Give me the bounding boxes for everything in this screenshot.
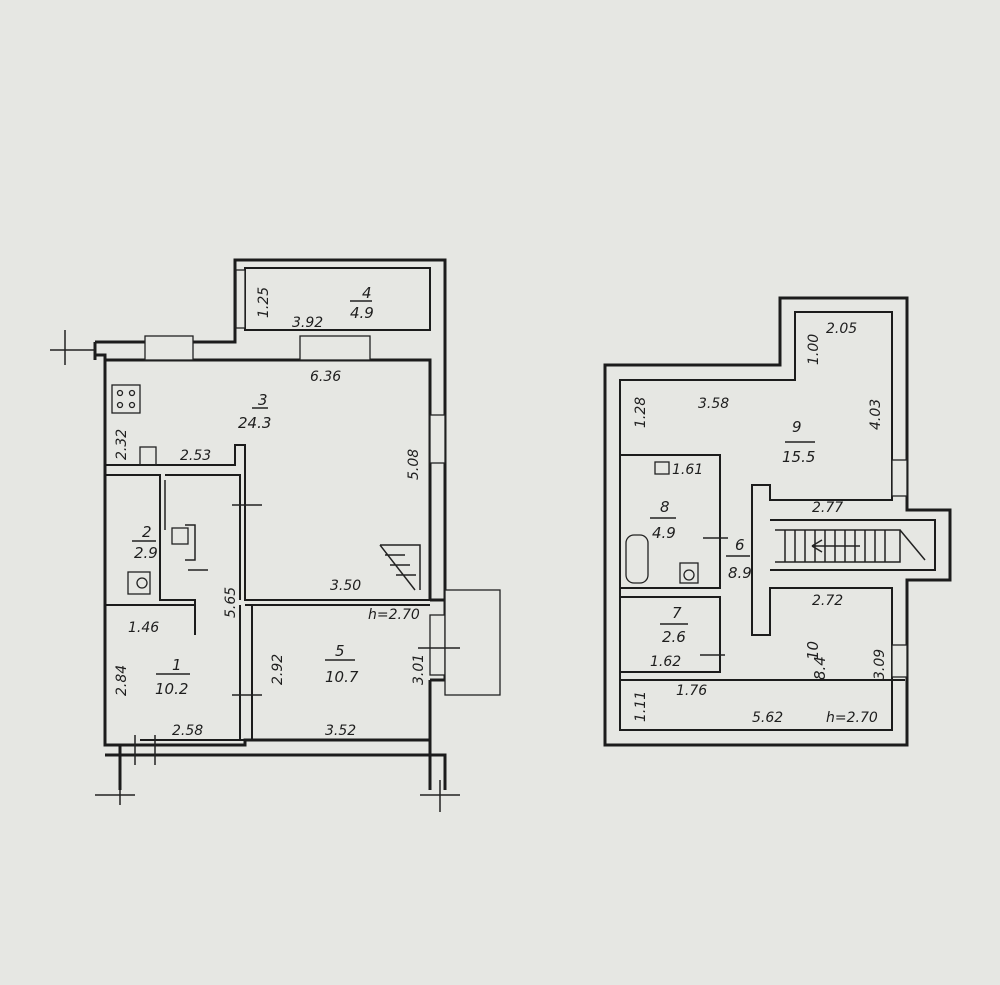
svg-text:7: 7 bbox=[672, 604, 682, 622]
balcony-right bbox=[444, 589, 501, 696]
ceiling-height-label: h=2.70 bbox=[826, 710, 878, 726]
svg-text:24.3: 24.3 bbox=[238, 414, 271, 432]
room-label-8: 8 4.9 bbox=[650, 498, 676, 542]
ceiling-height-label: h=2.70 bbox=[368, 607, 420, 623]
window-right-kitchen bbox=[429, 414, 446, 464]
sink-icon bbox=[139, 446, 157, 466]
bathroom-partitions bbox=[164, 480, 196, 561]
dimension-label: 1.61 bbox=[672, 462, 703, 478]
svg-text:10: 10 bbox=[804, 641, 822, 660]
room-label-6: 6 8.9 bbox=[726, 536, 752, 582]
svg-text:10.7: 10.7 bbox=[325, 668, 359, 686]
sink-icon bbox=[654, 461, 670, 475]
floor-2-outer-wall bbox=[603, 296, 952, 747]
bathtub-icon bbox=[625, 534, 649, 584]
dimension-label: 3.09 bbox=[872, 649, 888, 680]
dimension-label: 5.65 bbox=[223, 587, 239, 618]
window-room-9 bbox=[891, 459, 908, 497]
toilet-bowl-icon bbox=[136, 577, 148, 589]
stairs-floor-1 bbox=[379, 544, 421, 591]
svg-text:2.9: 2.9 bbox=[134, 544, 158, 562]
dimension-label: 2.05 bbox=[826, 321, 857, 337]
dimension-label: 2.58 bbox=[172, 723, 203, 739]
dimension-label: 2.32 bbox=[114, 429, 130, 460]
stove-burner-icon bbox=[116, 401, 124, 409]
dimension-label: 1.11 bbox=[633, 691, 649, 722]
floor-1-grid-marks-bottom bbox=[95, 780, 460, 812]
washbasin-icon bbox=[171, 527, 189, 545]
dimension-label: 3.52 bbox=[325, 723, 356, 739]
dimension-label: 2.84 bbox=[114, 665, 130, 696]
svg-text:1: 1 bbox=[172, 656, 182, 674]
dimension-label: 6.36 bbox=[310, 369, 341, 385]
floor-1-grid-mark-left bbox=[50, 330, 95, 365]
dimension-label: 1.62 bbox=[650, 654, 681, 670]
window-room-10 bbox=[891, 644, 908, 678]
svg-text:8.9: 8.9 bbox=[728, 564, 752, 582]
svg-text:4: 4 bbox=[362, 284, 372, 302]
floor-1-plan: 3 24.3 4 4.9 2 2.9 1 10.2 5 10.7 1.25 3.… bbox=[50, 258, 501, 812]
door-marks-floor-2 bbox=[700, 537, 728, 656]
room-label-5: 5 10.7 bbox=[325, 642, 359, 686]
svg-text:5: 5 bbox=[335, 642, 345, 660]
dimension-label: 2.92 bbox=[270, 654, 286, 685]
stove-burner-icon bbox=[116, 389, 124, 397]
dimension-label: 1.46 bbox=[128, 620, 159, 636]
room-label-4: 4 4.9 bbox=[350, 284, 374, 322]
floor-2-partition bbox=[619, 679, 905, 730]
dimension-label: 2.77 bbox=[812, 500, 843, 516]
svg-text:4.9: 4.9 bbox=[350, 304, 374, 322]
window-top-left bbox=[144, 335, 194, 361]
dimension-label: 2.72 bbox=[812, 593, 843, 609]
dimension-label: 4.03 bbox=[868, 399, 884, 430]
dimension-label: 3.92 bbox=[292, 315, 323, 331]
svg-text:4.9: 4.9 bbox=[652, 524, 676, 542]
svg-text:2: 2 bbox=[142, 523, 152, 541]
window-top-right bbox=[299, 335, 371, 361]
svg-text:3: 3 bbox=[258, 391, 268, 409]
dimension-label: 1.28 bbox=[633, 397, 649, 428]
floor-1-interior-walls bbox=[105, 444, 430, 741]
dimension-label: 5.08 bbox=[406, 449, 422, 480]
svg-text:2.6: 2.6 bbox=[662, 628, 686, 646]
room-label-9: 9 15.5 bbox=[782, 418, 815, 466]
dimension-label: 5.62 bbox=[752, 710, 783, 726]
dimension-label: 1.00 bbox=[806, 334, 822, 365]
svg-text:10.2: 10.2 bbox=[155, 680, 188, 698]
stove-burner-icon bbox=[128, 389, 136, 397]
svg-text:9: 9 bbox=[792, 418, 802, 436]
dimension-label: 1.25 bbox=[256, 287, 272, 318]
svg-text:8.4: 8.4 bbox=[811, 656, 829, 680]
balcony-window bbox=[235, 269, 246, 329]
room-label-7: 7 2.6 bbox=[660, 604, 688, 646]
dimension-label: 3.50 bbox=[330, 578, 361, 594]
stairs-floor-2 bbox=[775, 529, 926, 563]
dimension-label: 1.76 bbox=[676, 683, 707, 699]
storage-room-7 bbox=[619, 596, 721, 673]
dimension-label: 2.53 bbox=[180, 448, 211, 464]
toilet-icon bbox=[127, 571, 151, 595]
window-right-room-5 bbox=[429, 614, 446, 676]
room-label-1: 1 10.2 bbox=[155, 656, 190, 698]
stove-icon bbox=[111, 384, 141, 414]
room-label-3: 3 24.3 bbox=[238, 391, 271, 432]
toilet-icon bbox=[679, 562, 699, 584]
svg-text:6: 6 bbox=[735, 536, 745, 554]
door-marks bbox=[134, 504, 460, 765]
svg-text:15.5: 15.5 bbox=[782, 448, 815, 466]
balcony-room-4 bbox=[244, 267, 431, 331]
svg-text:8: 8 bbox=[660, 498, 670, 516]
room-label-2: 2 2.9 bbox=[132, 523, 158, 562]
stove-burner-icon bbox=[128, 401, 136, 409]
floor-2-plan: 9 15.5 8 4.9 6 8.9 7 2.6 10 8.4 1.00 2.0… bbox=[603, 296, 952, 747]
bathroom-room-8 bbox=[619, 454, 721, 589]
room-label-10: 10 8.4 bbox=[804, 641, 829, 680]
toilet-bowl-icon bbox=[683, 569, 695, 581]
stair-hall bbox=[770, 519, 936, 571]
floor-2-inner-outline bbox=[619, 311, 893, 731]
dimension-label: 3.58 bbox=[698, 396, 729, 412]
dimension-label: 3.01 bbox=[411, 654, 427, 685]
